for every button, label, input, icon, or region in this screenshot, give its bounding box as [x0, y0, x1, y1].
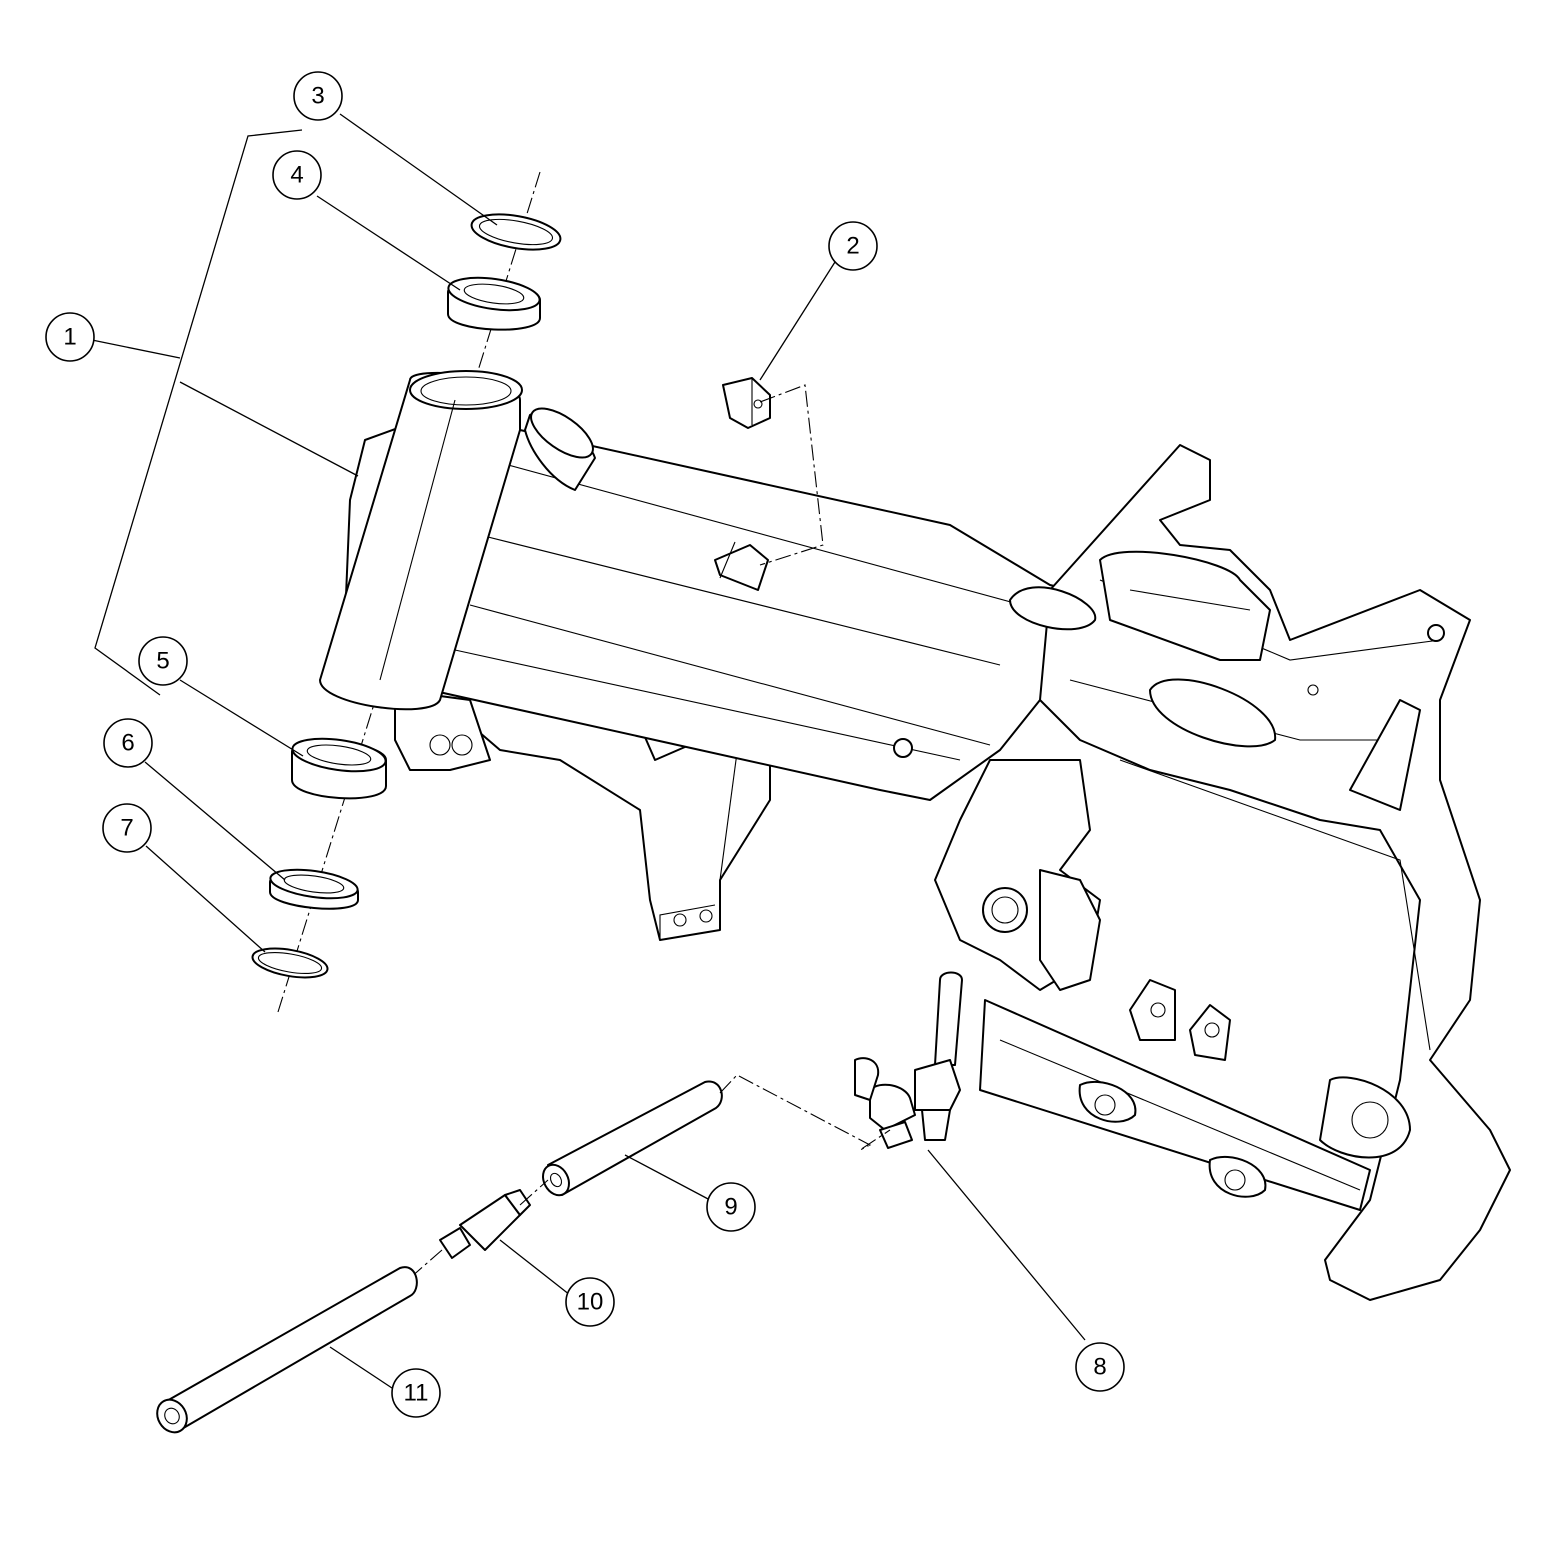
callout-label: 3 — [311, 83, 324, 110]
tube-part-11 — [156, 1266, 418, 1434]
assembly-part-8 — [854, 971, 963, 1149]
bearing-part-4 — [447, 276, 541, 331]
callout-label: 7 — [120, 815, 133, 842]
callout-4: 4 — [272, 150, 322, 200]
callout-6: 6 — [103, 718, 153, 768]
mount-part-10 — [439, 1189, 531, 1259]
seal-part-6 — [269, 868, 359, 910]
bearing-part-5 — [291, 737, 387, 800]
callout-2: 2 — [828, 221, 878, 271]
callout-label: 10 — [577, 1289, 604, 1316]
callout-label: 9 — [724, 1194, 737, 1221]
callout-8: 8 — [1075, 1342, 1125, 1392]
group-bracket-1 — [94, 129, 303, 696]
callout-label: 4 — [290, 162, 303, 189]
callout-label: 6 — [121, 730, 134, 757]
callout-9: 9 — [706, 1182, 756, 1232]
callout-10: 10 — [565, 1277, 615, 1327]
callout-3: 3 — [293, 71, 343, 121]
callout-1: 1 — [45, 312, 95, 362]
callout-label: 8 — [1093, 1354, 1106, 1381]
callout-label: 5 — [156, 648, 169, 675]
leader-lines — [91, 113, 1086, 1391]
ring-part-7 — [251, 947, 329, 979]
tube-part-9 — [542, 1080, 723, 1197]
mount-10-install-path — [519, 1179, 549, 1206]
clip-install-path — [759, 384, 824, 566]
callout-7: 7 — [102, 803, 152, 853]
main-frame — [319, 370, 1511, 1301]
callout-5: 5 — [138, 636, 188, 686]
tube-9-install-path — [719, 1074, 891, 1151]
clip-part-2 — [722, 377, 771, 429]
callout-label: 11 — [404, 1380, 429, 1407]
callout-label: 1 — [63, 324, 76, 351]
callout-11: 11 — [391, 1368, 441, 1418]
callout-label: 2 — [846, 233, 859, 260]
